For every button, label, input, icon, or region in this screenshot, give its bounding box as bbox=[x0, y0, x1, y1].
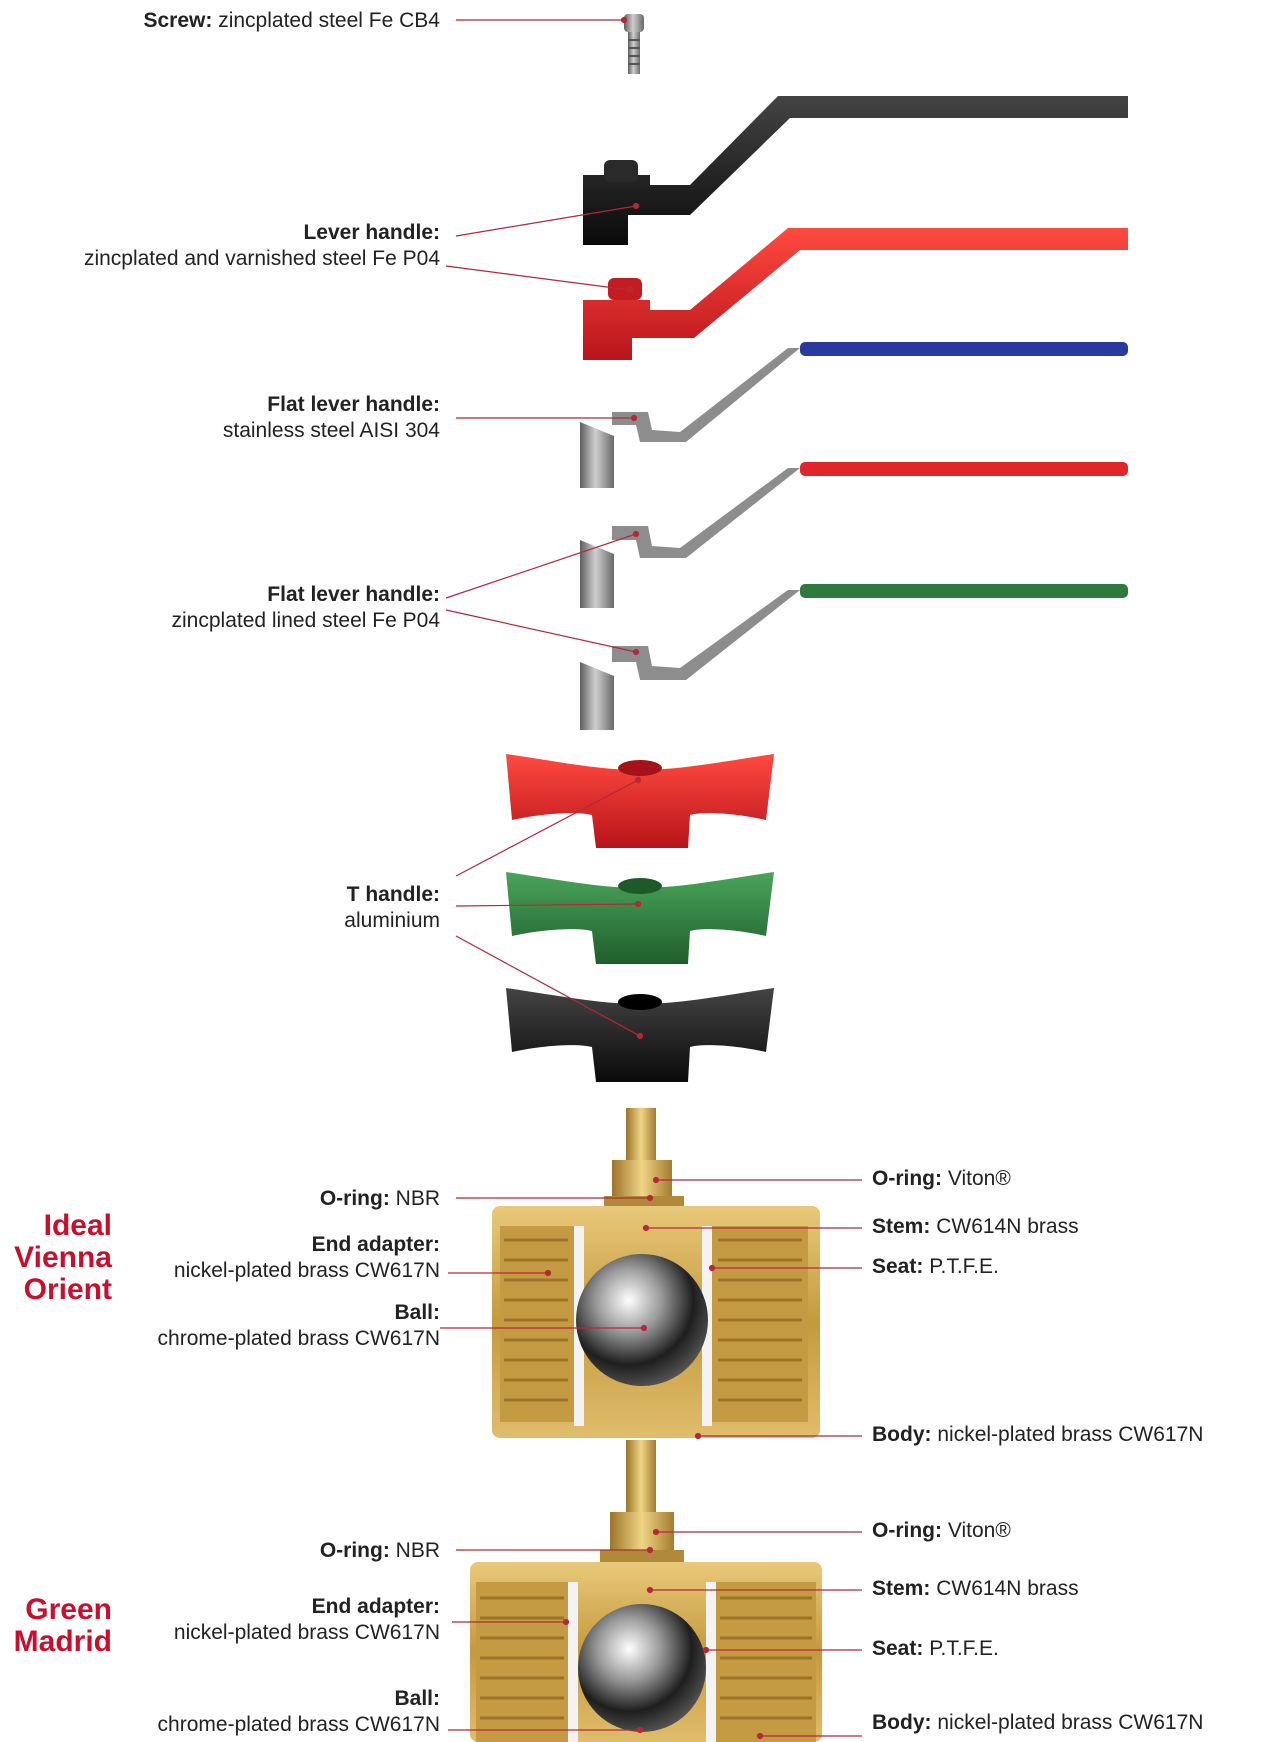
flat-lever-handle-red-part bbox=[580, 462, 1128, 608]
valve2-oring-nbr-label: O-ring: NBR bbox=[319, 1539, 440, 1562]
valve1-oring-viton-label: O-ring: Viton® bbox=[872, 1167, 1011, 1190]
screw-label: Screw: zincplated steel Fe CB4 bbox=[143, 9, 440, 32]
black-lever-handle-part bbox=[583, 96, 1128, 245]
valve1-stem-label: Stem: CW614N brass bbox=[872, 1215, 1079, 1238]
t-handle-green-part bbox=[506, 872, 774, 964]
valve1-seat-label: Seat: P.T.F.E. bbox=[872, 1255, 999, 1278]
model-title-ideal-vienna-orient: Ideal Vienna Orient bbox=[14, 1209, 112, 1306]
valve1-oring-nbr-label: O-ring: NBR bbox=[319, 1187, 440, 1210]
flat-lever-handle-zinc-label: Flat lever handle: zincplated lined stee… bbox=[171, 583, 441, 632]
screw-part bbox=[624, 14, 644, 74]
valve1-ball-label: Ball: chrome-plated brass CW617N bbox=[157, 1301, 440, 1350]
t-handle-label: T handle: aluminium bbox=[344, 883, 440, 932]
valve2-body-label: Body: nickel-plated brass CW617N bbox=[872, 1711, 1204, 1734]
red-lever-handle-part bbox=[583, 228, 1128, 360]
model-title-green-madrid: Green Madrid bbox=[13, 1593, 112, 1658]
valve2-ball-label: Ball: chrome-plated brass CW617N bbox=[157, 1687, 440, 1736]
flat-lever-handle-green-part bbox=[580, 584, 1128, 730]
valve-green-cutaway bbox=[470, 1440, 822, 1742]
valve2-end-adapter-label: End adapter: nickel-plated brass CW617N bbox=[173, 1595, 440, 1644]
valve1-end-adapter-label: End adapter: nickel-plated brass CW617N bbox=[173, 1233, 440, 1282]
valve2-stem-label: Stem: CW614N brass bbox=[872, 1577, 1079, 1600]
valve-ideal-cutaway bbox=[492, 1108, 820, 1438]
leader-lines bbox=[440, 16, 862, 1740]
t-handle-red-part bbox=[506, 754, 774, 848]
valve2-oring-viton-label: O-ring: Viton® bbox=[872, 1519, 1011, 1542]
lever-handle-label: Lever handle: zincplated and varnished s… bbox=[83, 221, 440, 270]
flat-lever-handle-blue-part bbox=[580, 342, 1128, 488]
flat-lever-handle-ss-label: Flat lever handle: stainless steel AISI … bbox=[222, 393, 440, 442]
valve2-seat-label: Seat: P.T.F.E. bbox=[872, 1637, 999, 1660]
valve1-body-label: Body: nickel-plated brass CW617N bbox=[872, 1423, 1204, 1446]
